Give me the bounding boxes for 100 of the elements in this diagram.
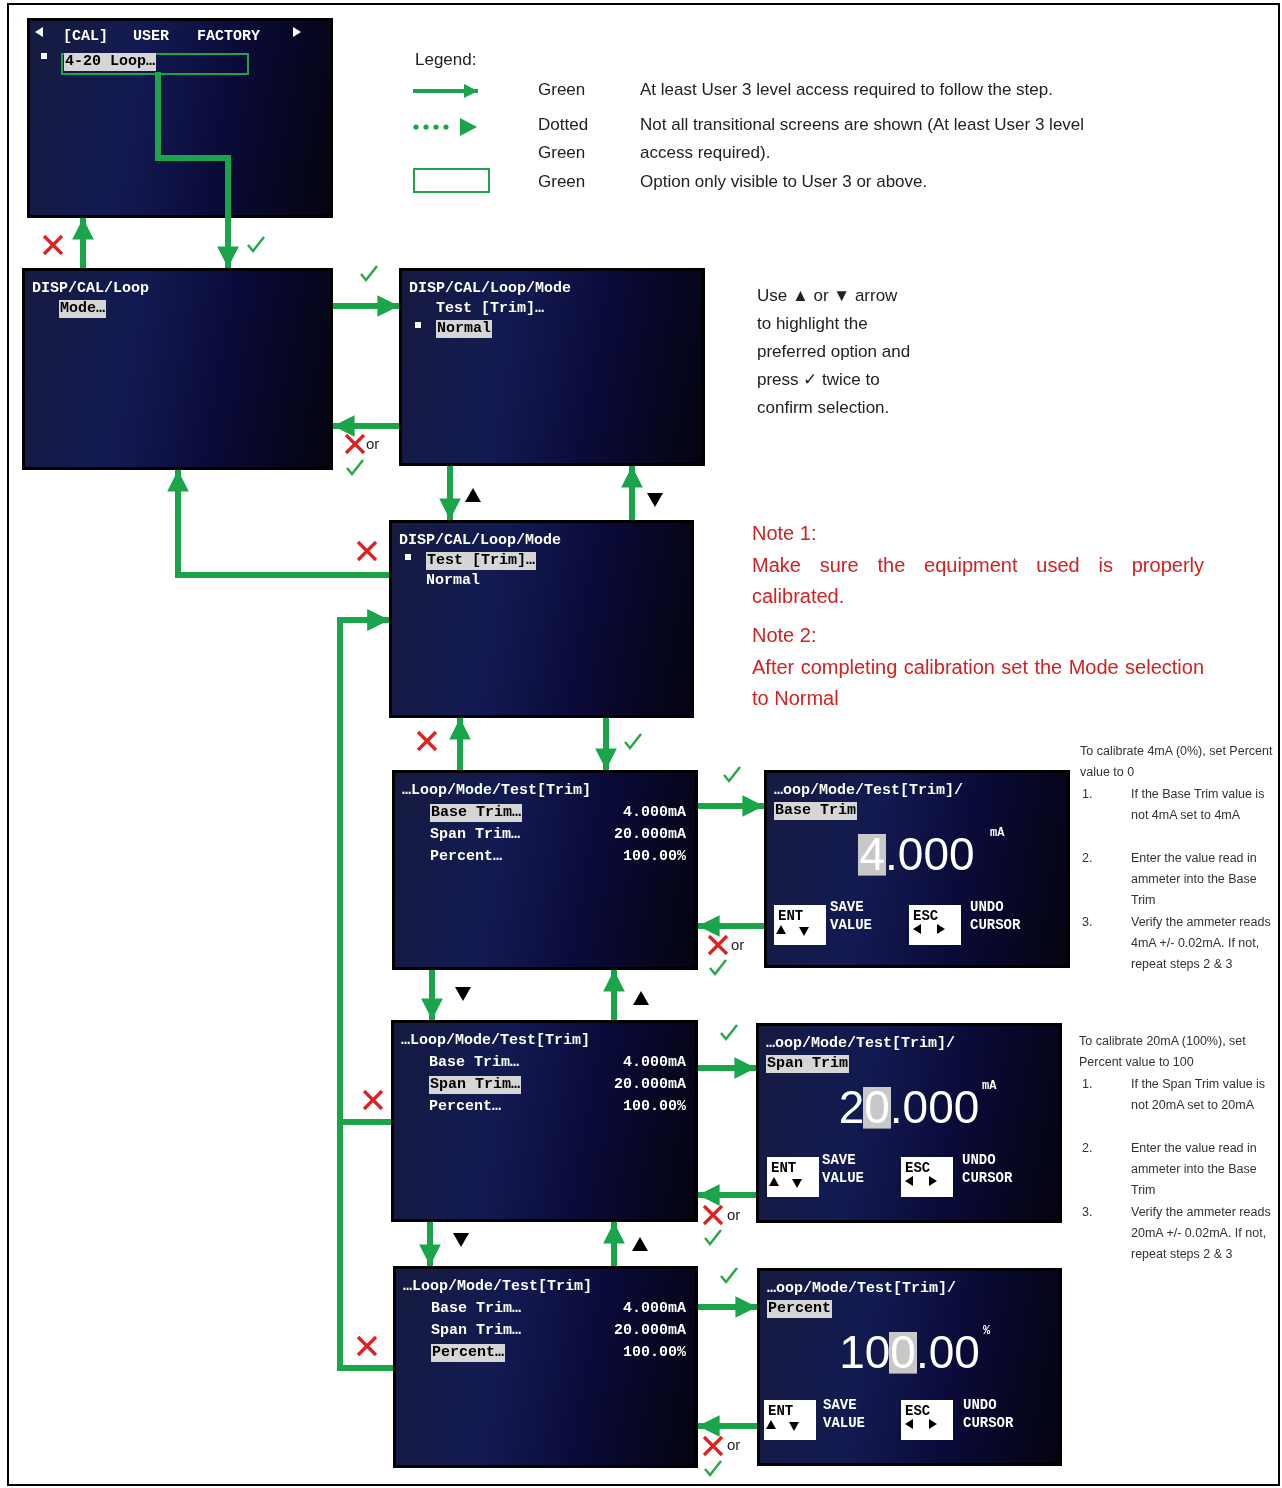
legend-text: Dotted Green xyxy=(538,114,590,164)
key-function-label: SAVE VALUE xyxy=(830,898,873,934)
key-function-label: SAVE VALUE xyxy=(822,1151,865,1187)
down-triangle-icon xyxy=(453,1233,469,1247)
menu-text: Test [Trim]… xyxy=(436,300,545,318)
key-function-label: UNDO CURSOR xyxy=(970,898,1022,934)
menu-text: …Loop/Mode/Test[Trim] xyxy=(401,1032,591,1050)
key-function-label: UNDO CURSOR xyxy=(963,1396,1015,1432)
key-box xyxy=(774,905,826,945)
menu-text: …oop/Mode/Test[Trim]/ xyxy=(766,1035,956,1053)
menu-text: Percent… xyxy=(429,1098,501,1116)
up-triangle-icon xyxy=(465,488,481,502)
selected-menu-item: Base Trim xyxy=(774,802,857,820)
instruction-text: 2. xyxy=(1082,850,1094,867)
selected-menu-item: Span Trim xyxy=(766,1055,849,1073)
display-screen xyxy=(756,1023,1062,1223)
arrow xyxy=(421,970,443,1020)
arrow xyxy=(603,1222,625,1266)
menu-text: Normal xyxy=(426,572,480,590)
unit-label: % xyxy=(983,1323,991,1340)
unit-label: mA xyxy=(990,825,1005,842)
selected-menu-item: Test [Trim]… xyxy=(426,552,537,570)
menu-text: …oop/Mode/Test[Trim]/ xyxy=(767,1280,957,1298)
value-readout: 4.000mA xyxy=(623,1054,686,1072)
menu-text: DISP/CAL/Loop/Mode xyxy=(409,280,572,298)
menu-text: Span Trim… xyxy=(431,1322,521,1340)
note-text: After completing calibration set the Mode selection to Normal xyxy=(752,655,1204,711)
key-label: ESC xyxy=(913,907,939,925)
arrow xyxy=(337,609,393,1371)
arrow xyxy=(419,1222,441,1266)
display-screen xyxy=(393,1266,698,1468)
display-screen xyxy=(764,770,1070,968)
arrow xyxy=(595,718,617,770)
up-triangle-icon xyxy=(632,1237,648,1251)
value-readout: 20.000mA xyxy=(614,1076,686,1094)
menu-text: …Loop/Mode/Test[Trim] xyxy=(402,782,592,800)
instruction-text: Verify the ammeter reads 4mA +/- 0.02mA. If not, repeat steps 2 & 3 xyxy=(1131,914,1272,973)
instruction-text: 3. xyxy=(1082,914,1094,931)
arrow xyxy=(621,466,643,520)
instruction-text: To calibrate 20mA (100%), set Percent value to 100 xyxy=(1079,1033,1247,1071)
unit-label: mA xyxy=(982,1078,997,1095)
display-screen xyxy=(22,268,333,470)
key-function-label: SAVE VALUE xyxy=(823,1396,866,1432)
arrow xyxy=(155,72,239,268)
legend-heading: Legend: xyxy=(415,49,478,71)
arrow xyxy=(698,795,764,817)
menu-text: DISP/CAL/Loop/Mode xyxy=(399,532,562,550)
instruction-text: Use ▲ or ▼ arrow to highlight the preferred option and press ✓ twice to confirm selection. xyxy=(757,285,912,419)
value-readout: 4.000mA xyxy=(623,1300,686,1318)
key-label: ESC xyxy=(905,1159,931,1177)
note-text: Note 2: xyxy=(752,623,818,648)
down-triangle-icon xyxy=(647,493,663,507)
menu-text: FACTORY xyxy=(197,28,260,46)
instruction-text: 3. xyxy=(1082,1204,1094,1221)
value-readout: 20.000mA xyxy=(614,826,686,844)
instruction-text: If the Span Trim value is not 20mA set to 20mA xyxy=(1131,1076,1267,1114)
selected-menu-item: Mode… xyxy=(59,300,106,318)
display-screen xyxy=(757,1268,1062,1466)
display-screen xyxy=(392,770,698,970)
instruction-text: To calibrate 4mA (0%), set Percent value to 0 xyxy=(1080,743,1274,781)
arrow xyxy=(698,1415,757,1437)
arrow xyxy=(333,415,399,437)
selected-menu-item: 4-20 Loop… xyxy=(64,53,156,71)
arrow xyxy=(603,970,625,1020)
display-screen xyxy=(27,18,333,218)
down-triangle-icon xyxy=(455,987,471,1001)
instruction-text: Enter the value read in ammeter into the Base Trim xyxy=(1131,850,1258,909)
menu-text: Base Trim… xyxy=(429,1054,519,1072)
menu-text: [CAL] xyxy=(63,28,108,46)
menu-text: USER xyxy=(133,28,169,46)
instruction-text: Verify the ammeter reads 20mA +/- 0.02mA. If not, repeat steps 2 & 3 xyxy=(1131,1204,1272,1263)
menu-text: …oop/Mode/Test[Trim]/ xyxy=(774,782,964,800)
arrow xyxy=(439,466,461,520)
note-text: Make sure the equipment used is properly calibrated. xyxy=(752,553,1204,609)
value-readout: 100.00% xyxy=(623,1344,686,1362)
up-triangle-icon xyxy=(633,991,649,1005)
arrow xyxy=(72,218,94,268)
instruction-text: If the Base Trim value is not 4mA set to 4mA xyxy=(1131,786,1266,824)
option-outline-box xyxy=(61,53,249,75)
key-label: ESC xyxy=(905,1402,931,1420)
key-label: ENT xyxy=(778,907,804,925)
key-function-label: UNDO CURSOR xyxy=(962,1151,1014,1187)
menu-text: DISP/CAL/Loop xyxy=(32,280,150,298)
selected-menu-item: Percent xyxy=(767,1300,832,1318)
legend-text: Green xyxy=(538,171,587,193)
menu-text: Span Trim… xyxy=(430,826,520,844)
arrow xyxy=(167,470,389,578)
key-box xyxy=(764,1400,816,1440)
legend-description: Not all transitional screens are shown (At least User 3 level access required). xyxy=(640,114,1086,164)
arrow xyxy=(449,718,471,770)
value-readout: 20.000mA xyxy=(614,1322,686,1340)
note-text: Note 1: xyxy=(752,521,818,546)
display-screen xyxy=(391,1020,698,1222)
selected-menu-item: Normal xyxy=(436,320,492,338)
instruction-text: 2. xyxy=(1082,1140,1094,1157)
value-readout: 100.00% xyxy=(623,848,686,866)
key-label: ENT xyxy=(771,1159,797,1177)
selected-menu-item: Span Trim… xyxy=(429,1076,521,1094)
arrow xyxy=(698,1057,756,1079)
key-box xyxy=(909,905,961,945)
